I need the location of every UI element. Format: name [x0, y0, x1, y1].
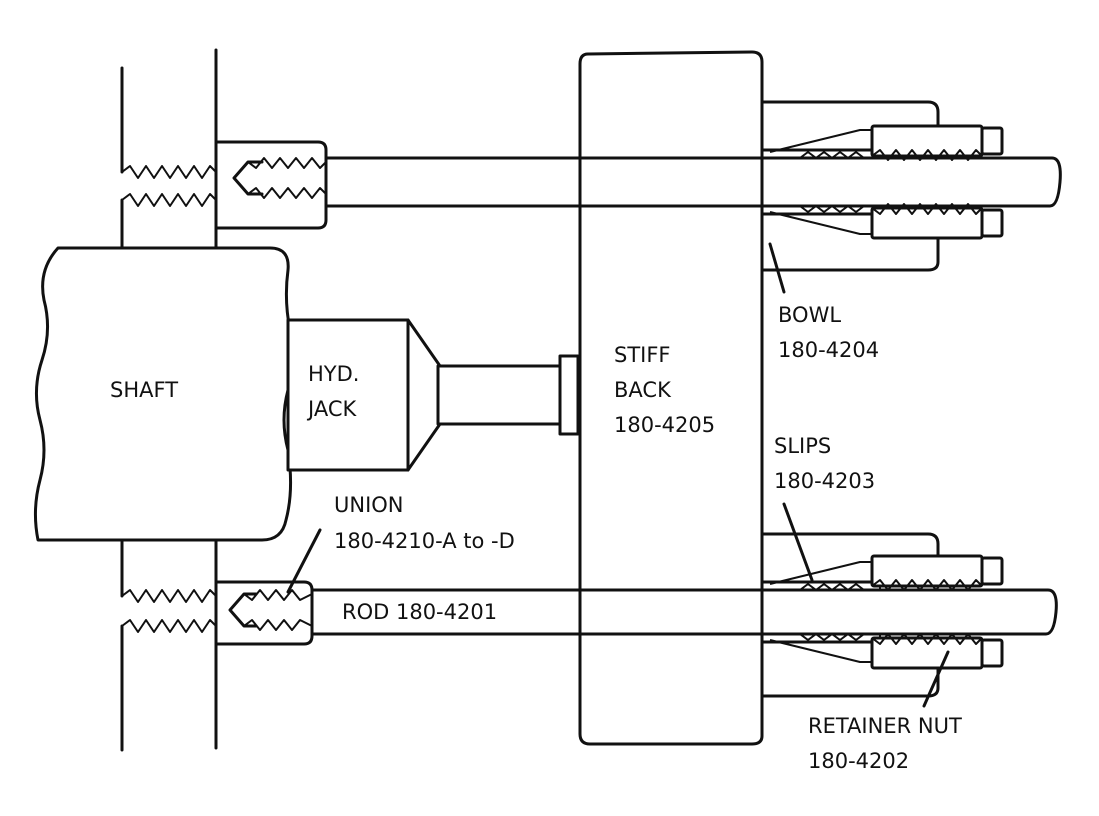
- retainer-nut-label-line1: RETAINER NUT: [808, 714, 962, 738]
- hydraulic-jack: [286, 318, 580, 472]
- union-leader: [286, 528, 322, 594]
- lower-bowl-assembly: [760, 532, 1004, 698]
- stiff-back-label-line3: 180-4205: [614, 413, 715, 437]
- upper-bowl-assembly: [760, 100, 1004, 272]
- retainer-nut-label-line2: 180-4202: [808, 749, 909, 773]
- shaft-label: SHAFT: [110, 378, 178, 402]
- bowl-label-line2: 180-4204: [778, 338, 879, 362]
- slips-label-line2: 180-4203: [774, 469, 875, 493]
- leader-lines: [286, 242, 950, 708]
- stiff-back: [578, 50, 764, 746]
- union-label-line1: UNION: [334, 493, 404, 517]
- hyd-jack-label-line2: JACK: [306, 397, 357, 421]
- upper-union: [214, 140, 328, 230]
- stiff-back-label-line2: BACK: [614, 378, 672, 402]
- upper-flange-threads: [121, 165, 217, 207]
- retainer-nut-leader: [922, 650, 950, 708]
- lower-union: [214, 580, 314, 646]
- union-label-line2: 180-4210-A to -D: [334, 529, 515, 553]
- slips-leader: [782, 502, 814, 582]
- bowl-label-line1: BOWL: [778, 303, 841, 327]
- slips-label-line1: SLIPS: [774, 434, 831, 458]
- stiff-back-label-line1: STIFF: [614, 343, 671, 367]
- rod-label: ROD 180-4201: [342, 600, 497, 624]
- lower-flange-threads: [121, 589, 217, 633]
- hyd-jack-label-line1: HYD.: [308, 362, 359, 386]
- bowl-leader: [768, 242, 786, 294]
